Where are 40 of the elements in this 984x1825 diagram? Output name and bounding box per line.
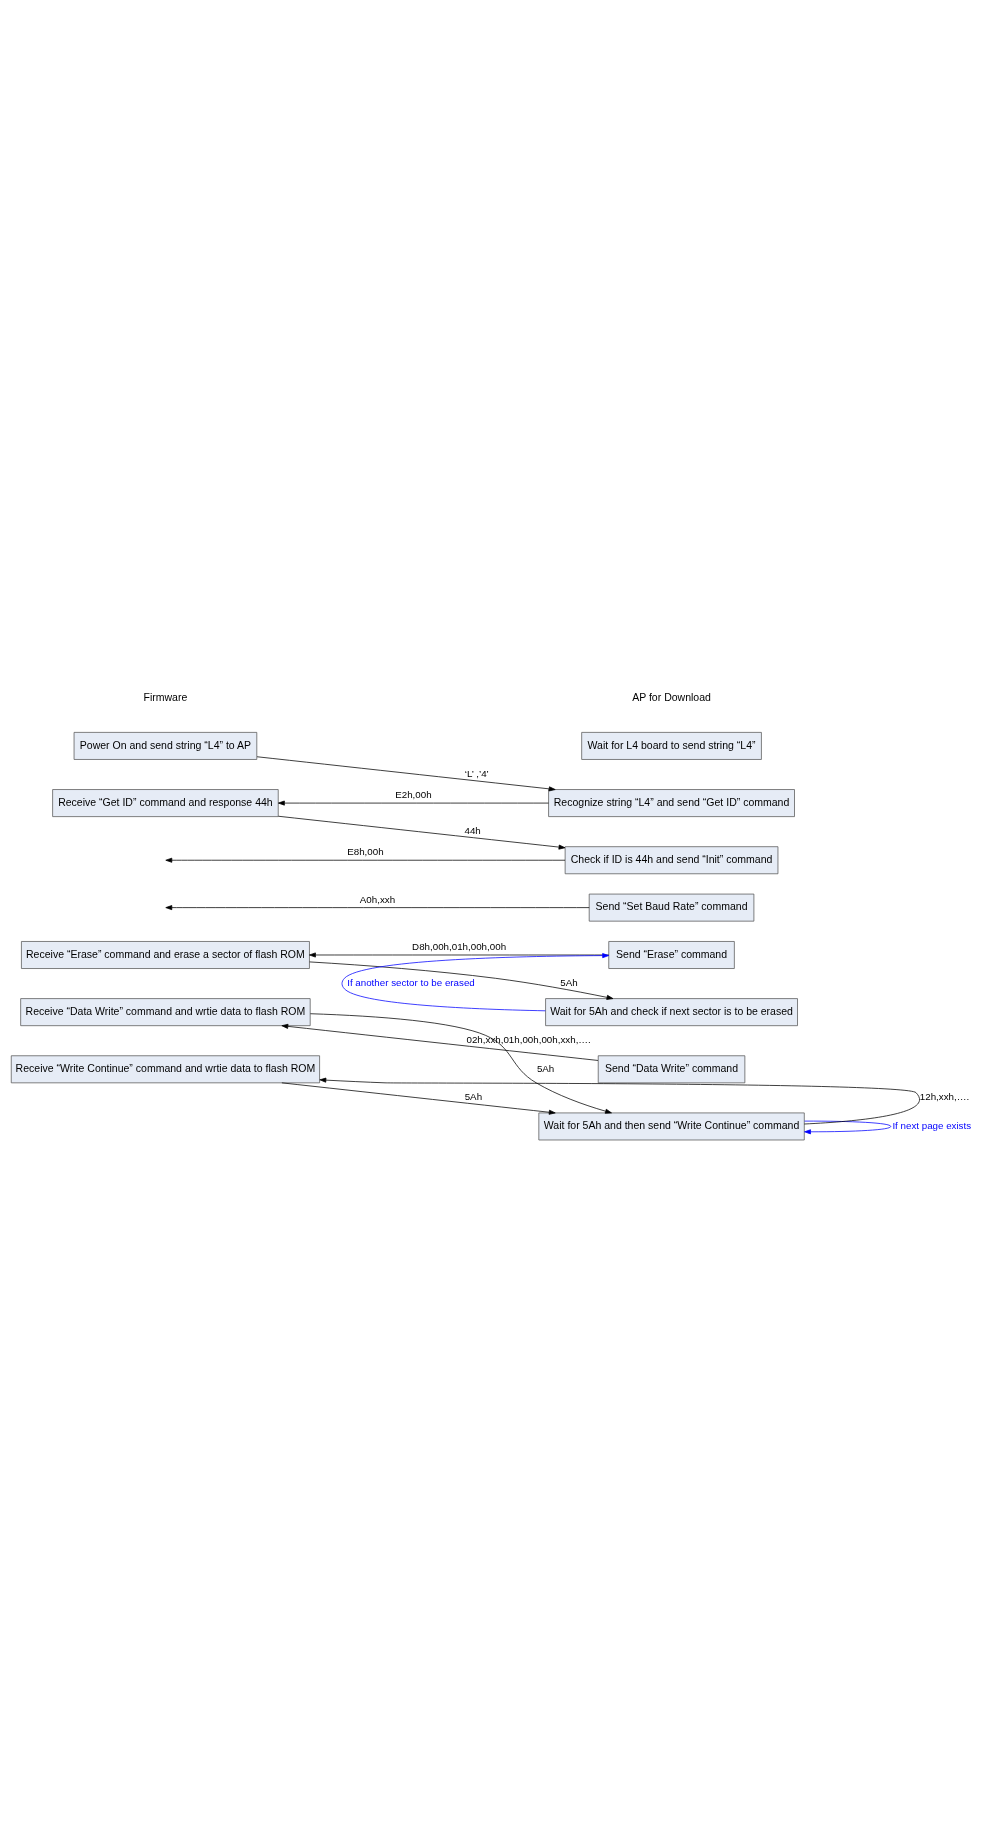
arrow bbox=[165, 857, 566, 863]
arrow bbox=[165, 905, 590, 911]
arrow bbox=[281, 1023, 599, 1061]
node-box: Send “Set Baud Rate” command bbox=[588, 893, 755, 922]
node-box: Send “Erase” command bbox=[608, 941, 735, 969]
edge-label: 44h bbox=[464, 825, 481, 837]
arrow bbox=[256, 756, 556, 792]
edge-label: 02h,xxh,01h,00h,00h,xxh,…. bbox=[466, 1034, 591, 1046]
edge-label: If next page exists bbox=[892, 1120, 972, 1132]
arrow bbox=[278, 800, 549, 806]
node-box: Wait for 5Ah and then send “Write Continue” command bbox=[538, 1112, 805, 1141]
edge-label: If another sector to be erased bbox=[347, 977, 475, 989]
arrow bbox=[319, 1077, 920, 1125]
arrow bbox=[281, 1082, 556, 1115]
node-box: Receive “Erase” command and erase a sector of flash ROM bbox=[21, 941, 310, 969]
node-box: Send “Data Write” command bbox=[597, 1055, 746, 1084]
edge-label: 12h,xxh,…. bbox=[919, 1091, 970, 1103]
node-box: Wait for 5Ah and check if next sector is to be erased bbox=[545, 998, 798, 1027]
edge-label: D8h,00h,01h,00h,00h bbox=[412, 941, 507, 953]
edge-label: ‘L’ ,’4’ bbox=[464, 768, 489, 780]
node-box: Receive “Write Continue” command and wrtie data to flash ROM bbox=[10, 1055, 320, 1084]
node-box: Recognize string “L4” and send “Get ID” command bbox=[548, 789, 795, 817]
arrow bbox=[278, 815, 566, 850]
node-box: Power On and send string “L4” to AP bbox=[73, 732, 258, 760]
edge-label: E2h,00h bbox=[395, 789, 432, 801]
edge-label: A0h,xxh bbox=[359, 893, 396, 905]
label: Firmware bbox=[143, 691, 188, 704]
label: AP for Download bbox=[632, 691, 711, 704]
node-box: Wait for L4 board to send string “L4” bbox=[581, 732, 762, 760]
edge-label: 5Ah bbox=[560, 977, 578, 989]
node-box: Receive “Get ID” command and response 44h bbox=[52, 789, 279, 817]
arrow bbox=[310, 1013, 612, 1114]
arrow bbox=[804, 1120, 892, 1135]
arrow bbox=[341, 953, 610, 1012]
node-box: Check if ID is 44h and send “Init” command bbox=[564, 846, 779, 875]
edge-label: 5Ah bbox=[464, 1091, 483, 1103]
edge-label: E8h,00h bbox=[347, 846, 384, 858]
arrow bbox=[309, 961, 614, 1000]
edge-label: 5Ah bbox=[536, 1062, 555, 1074]
arrow bbox=[309, 952, 610, 958]
